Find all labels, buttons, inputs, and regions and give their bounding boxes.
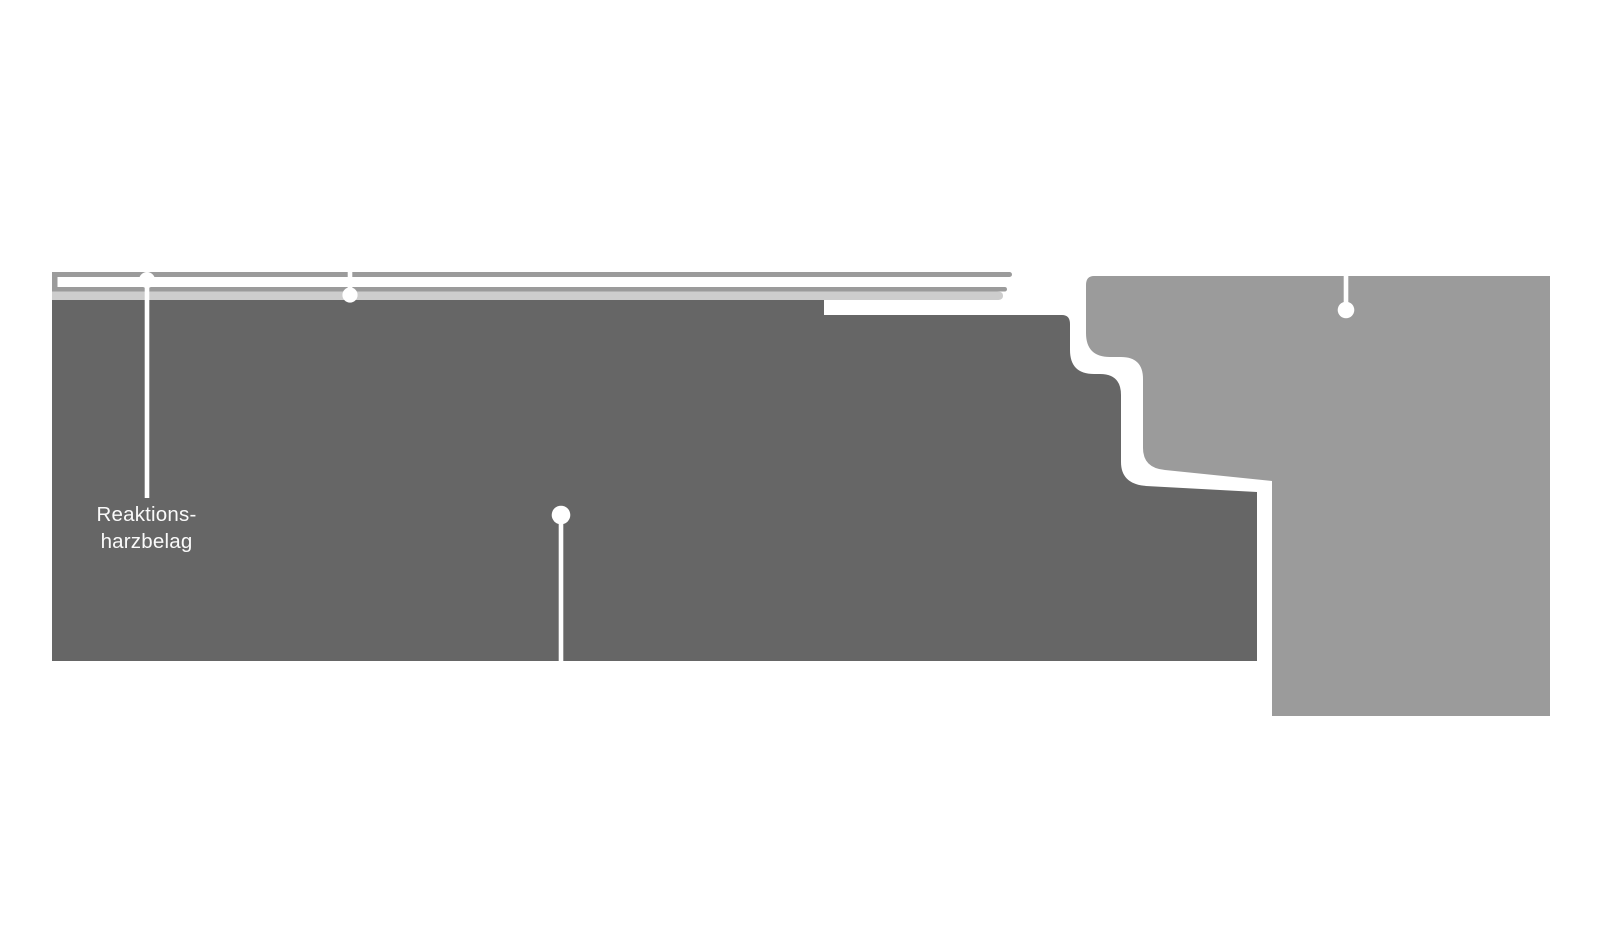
callout-dot <box>1337 301 1355 319</box>
resin-coating-label: Reaktions- harzbelag <box>66 501 227 555</box>
resin-profile-top-line <box>52 272 1012 277</box>
callout-concrete-block <box>1337 266 1355 319</box>
resin-profile-left-cap <box>52 272 58 292</box>
callout-dot <box>551 505 571 525</box>
resin-coating-label-line1: Reaktions- <box>96 503 197 526</box>
bedding-layer-shape <box>52 291 1003 300</box>
callout-line <box>347 263 353 295</box>
callout-bedding-layer <box>342 263 358 303</box>
callout-line <box>144 274 150 498</box>
callout-dot <box>342 287 358 303</box>
resin-coating-label-line2: harzbelag <box>100 530 193 553</box>
callout-dot <box>139 272 155 288</box>
callout-line <box>558 515 564 661</box>
screed-slab-shape <box>52 300 1257 661</box>
callout-resin-coating <box>139 272 155 498</box>
concrete-block-shape <box>1086 276 1550 716</box>
resin-profile-bottom-line <box>52 287 1007 292</box>
callout-line <box>1343 266 1349 310</box>
callout-screed-slab <box>551 505 571 661</box>
